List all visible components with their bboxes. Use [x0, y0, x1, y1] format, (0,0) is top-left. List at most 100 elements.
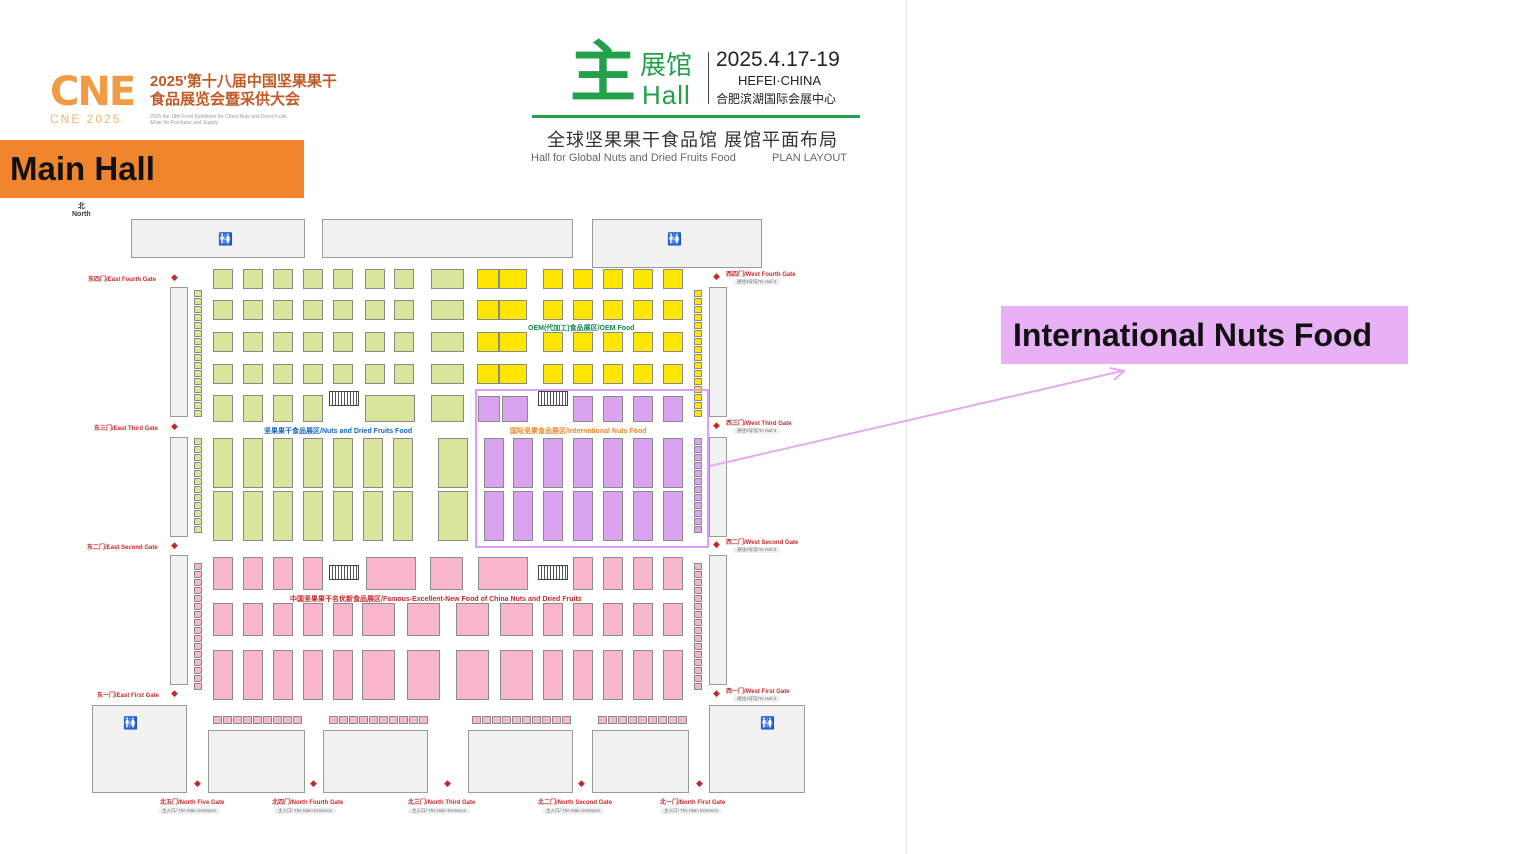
gate-arrow-icon: ◆ [444, 778, 451, 788]
mini-booth [694, 494, 702, 501]
booth [633, 438, 653, 488]
mini-booth [552, 716, 561, 724]
mini-booth [243, 716, 252, 724]
booth [333, 491, 353, 541]
booth [366, 557, 416, 590]
mini-booth [618, 716, 627, 724]
gate-west-second: 西二门/West Second Gate [726, 540, 799, 546]
booth [333, 269, 353, 289]
mini-booth [694, 683, 702, 690]
booth [438, 491, 468, 541]
mini-booth [694, 314, 702, 321]
mini-booth [502, 716, 511, 724]
booth [633, 364, 653, 384]
booth [303, 364, 323, 384]
mini-booth [194, 446, 202, 453]
mini-booth [694, 659, 702, 666]
mini-booth [694, 579, 702, 586]
north-en: North [72, 211, 91, 218]
mini-booth [694, 454, 702, 461]
booth [663, 300, 683, 320]
mini-booth [694, 306, 702, 313]
mini-booth [694, 635, 702, 642]
mini-booth [194, 486, 202, 493]
booth [273, 300, 293, 320]
plan-subtitle-cn: 全球坚果果干食品馆 展馆平面布局 [547, 130, 838, 150]
booth [573, 300, 593, 320]
gate-east-first: 东一门/East First Gate [97, 693, 160, 699]
mini-booth [694, 510, 702, 517]
booth [394, 300, 414, 320]
booth [603, 650, 623, 700]
booth [603, 491, 623, 541]
mini-booth [194, 510, 202, 517]
booth [243, 603, 263, 636]
booth [273, 395, 293, 422]
restroom-icon: 🚻 [218, 232, 233, 246]
mini-booth [194, 330, 202, 337]
mini-booth [253, 716, 262, 724]
gate-arrow-icon: ◆ [713, 271, 720, 281]
booth [365, 300, 385, 320]
gate-north-third-sub: 主入口/ The Main Entrance [408, 808, 471, 814]
gate-west-first: 西一门/West First Gate [726, 689, 790, 695]
mini-booth [668, 716, 677, 724]
gate-west-fourth: 西四门/West Fourth Gate [726, 272, 796, 278]
booth [513, 491, 533, 541]
booth [633, 557, 653, 590]
booth [603, 300, 623, 320]
mini-booth [194, 394, 202, 401]
mini-booth [194, 571, 202, 578]
booth [431, 332, 464, 352]
west-wall-strip-3 [709, 555, 727, 685]
mini-booth [694, 518, 702, 525]
mini-booth [598, 716, 607, 724]
booth [663, 650, 683, 700]
booth [456, 650, 489, 700]
gate-east-third: 东三门/East Third Gate [94, 426, 159, 432]
booth [303, 438, 323, 488]
mini-booth [694, 478, 702, 485]
mini-booth [194, 438, 202, 445]
logo-mark: CNE [50, 69, 136, 115]
mini-booth [694, 370, 702, 377]
booth [573, 438, 593, 488]
mini-booth [492, 716, 501, 724]
mini-booth [194, 370, 202, 377]
mini-booth [694, 571, 702, 578]
booth [333, 300, 353, 320]
mini-booth [194, 683, 202, 690]
mini-booth [194, 462, 202, 469]
mini-booth [532, 716, 541, 724]
gate-arrow-icon: ◆ [696, 778, 703, 788]
booth [633, 269, 653, 289]
escalator [329, 391, 359, 406]
gate-west-first-sub: 通往3号馆/To Hall 3 [733, 696, 781, 702]
mini-booth [194, 322, 202, 329]
booth [243, 269, 263, 289]
zone-label-oem: OEM(代加工)食品展区/OEM Food [528, 325, 635, 332]
mini-booth [694, 290, 702, 297]
east-wall-strip-2 [170, 437, 188, 537]
mini-booth [194, 611, 202, 618]
mini-booth [694, 675, 702, 682]
event-city: HEFEI·CHINA [738, 73, 822, 88]
mini-booth [194, 298, 202, 305]
booth [603, 396, 623, 422]
mini-booth [694, 338, 702, 345]
booth [500, 603, 533, 636]
booth [333, 364, 353, 384]
gate-arrow-icon: ◆ [171, 272, 178, 282]
header-underline [532, 115, 860, 118]
booth [573, 396, 593, 422]
north-compass: 北 North [72, 203, 91, 219]
booth [393, 491, 413, 541]
booth [499, 332, 527, 352]
mini-booth [213, 716, 222, 724]
mini-booth [194, 306, 202, 313]
north-mini-booths [329, 716, 429, 724]
mini-booth [194, 386, 202, 393]
mini-booth [694, 378, 702, 385]
mini-booth [409, 716, 418, 724]
east-mini-booths [194, 290, 202, 418]
